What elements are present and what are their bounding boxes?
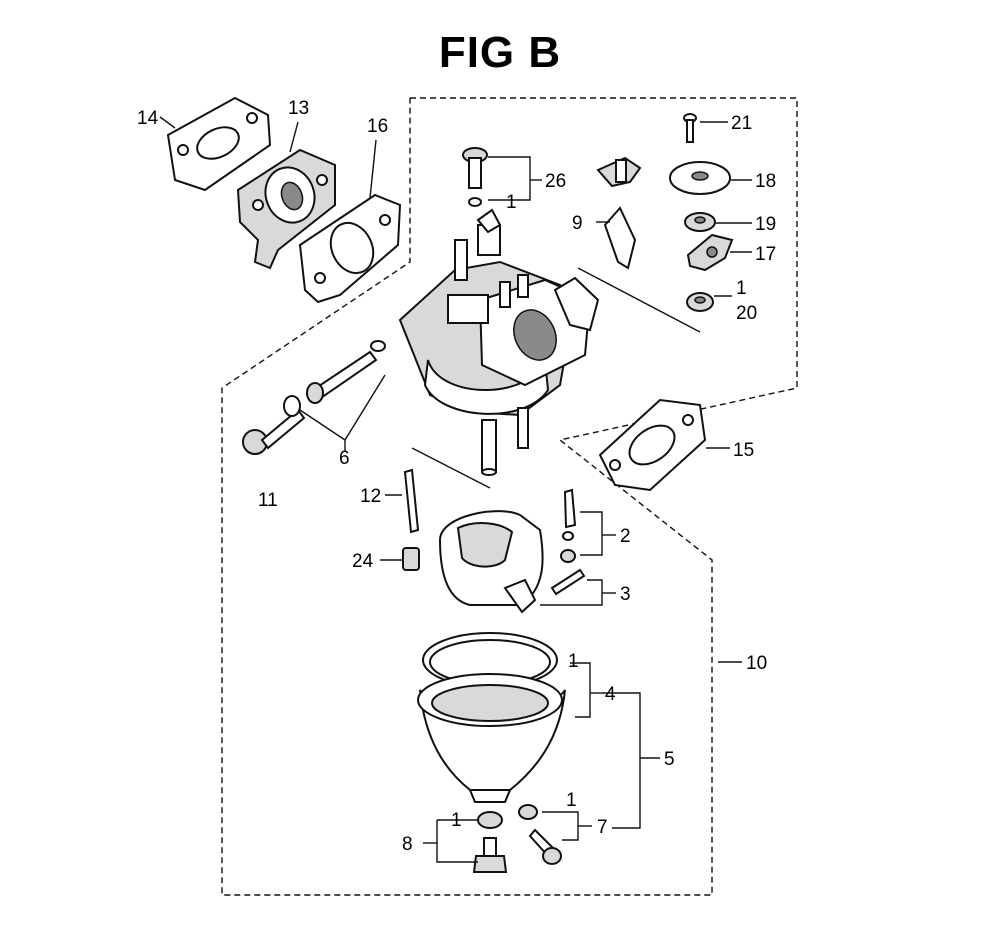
screw-21 [683,113,697,143]
choke-lever-9 [596,156,642,270]
callout-24: 24 [352,551,374,572]
washer-20 [686,292,714,312]
assembly-outline [221,97,798,896]
insulator-13 [236,148,336,270]
spring-19 [684,212,716,232]
callout-20: 20 [736,303,757,324]
callout-3: 3 [620,584,631,605]
gasket-14 [166,96,272,192]
float [438,510,544,614]
callout-17: 17 [755,244,776,265]
callout-15: 15 [733,440,754,461]
figure-title: FIG B [438,28,562,77]
carburetor-body [398,208,600,476]
nozzle-12 [403,468,420,534]
collar-17 [686,233,734,272]
callout-26: 26 [545,171,566,192]
callout-7: 7 [597,817,608,838]
screw-26 [462,147,488,207]
callout-19: 19 [755,214,776,235]
callout-4: 4 [605,684,616,705]
jet-24 [402,547,420,571]
callout-21: 21 [731,113,752,134]
callout-14: 14 [137,108,159,129]
callout-6: 6 [339,448,350,469]
callout-12: 12 [360,486,381,507]
callout-1-washer-20: 1 [736,278,747,299]
screw-11 [242,395,306,455]
gasket-16 [298,193,402,304]
callout-13: 13 [288,98,309,119]
callout-8: 8 [402,834,413,855]
screw-7 [518,804,562,865]
callout-9: 9 [572,213,583,234]
plate-18 [669,161,731,195]
drain-bolt-8 [472,811,508,873]
float-valve-2 [560,488,577,563]
callout-1-screw-26: 1 [506,192,517,213]
callout-16: 16 [367,116,388,137]
pilot-screw-6 [306,340,386,404]
callout-18: 18 [755,171,776,192]
callout-10: 10 [746,653,767,674]
gasket-15 [598,398,707,492]
callout-1-bolt-8: 1 [451,810,462,831]
callout-1-screw-7: 1 [566,790,577,811]
callout-2: 2 [620,526,631,547]
callout-1-bowl: 1 [568,651,579,672]
float-bowl [417,632,566,803]
float-pin-3 [550,568,586,596]
callout-5: 5 [664,749,675,770]
callout-11: 11 [258,490,278,511]
